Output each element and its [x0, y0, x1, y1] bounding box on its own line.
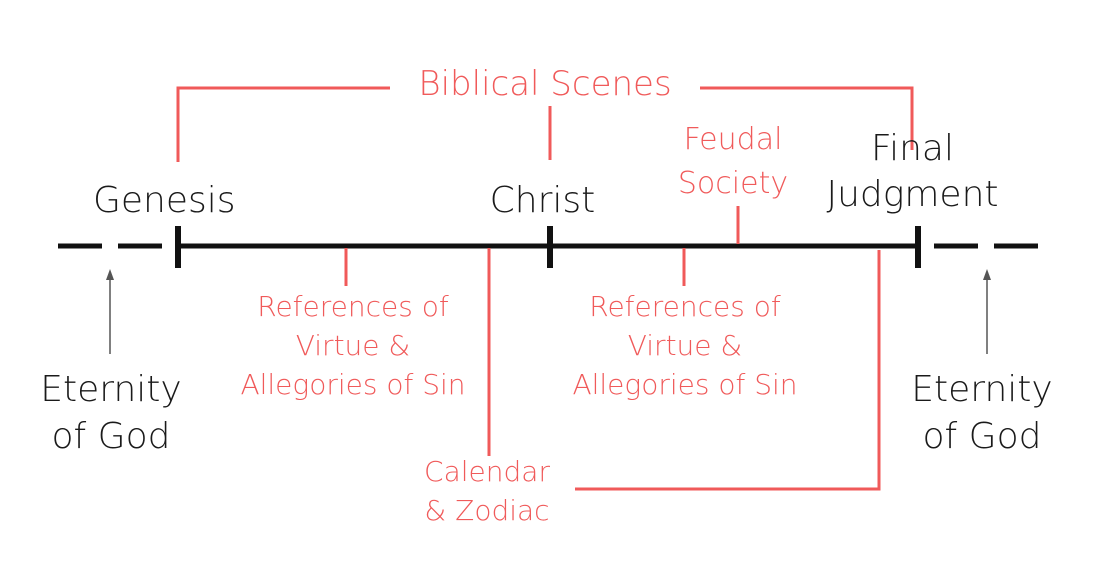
eternity-right-line-2: of God	[922, 416, 1042, 457]
eternity-arrow-right	[983, 269, 991, 354]
label-eternity-left: Eternity of God	[25, 366, 197, 460]
final-judgment-line-2: Judgment	[826, 174, 999, 215]
feudal-society-line-2: Society	[677, 166, 789, 201]
label-final-judgment: Final Judgment	[800, 126, 1025, 218]
calendar-zodiac-line-1: Calendar	[424, 455, 550, 488]
label-biblical-scenes: Biblical Scenes	[418, 64, 672, 104]
references-right-line-2: Virtue &	[627, 329, 743, 362]
references-left-line-1: References of	[257, 290, 449, 323]
label-references-right: References of Virtue & Allegories of Sin	[554, 287, 816, 404]
label-genesis: Genesis	[93, 180, 236, 221]
eternity-right-line-1: Eternity	[911, 369, 1053, 410]
label-christ: Christ	[489, 180, 596, 221]
calendar-zodiac-bracket	[487, 248, 881, 491]
label-references-left: References of Virtue & Allegories of Sin	[222, 287, 484, 404]
label-calendar-zodiac: Calendar & Zodiac	[405, 452, 569, 530]
final-judgment-line-1: Final	[871, 128, 954, 169]
biblical-scenes-bracket	[176, 86, 914, 162]
feudal-society-line-1: Feudal	[683, 122, 783, 157]
eternity-left-line-2: of God	[51, 416, 171, 457]
references-left-line-2: Virtue &	[295, 329, 411, 362]
references-left-line-3: Allegories of Sin	[240, 368, 466, 401]
references-right-line-3: Allegories of Sin	[572, 368, 798, 401]
eternity-arrow-left	[106, 269, 114, 354]
label-feudal-society: Feudal Society	[658, 118, 808, 206]
references-right-line-1: References of	[589, 290, 781, 323]
calendar-zodiac-line-2: & Zodiac	[424, 494, 550, 527]
label-eternity-right: Eternity of God	[896, 366, 1068, 460]
eternity-left-line-1: Eternity	[40, 369, 182, 410]
